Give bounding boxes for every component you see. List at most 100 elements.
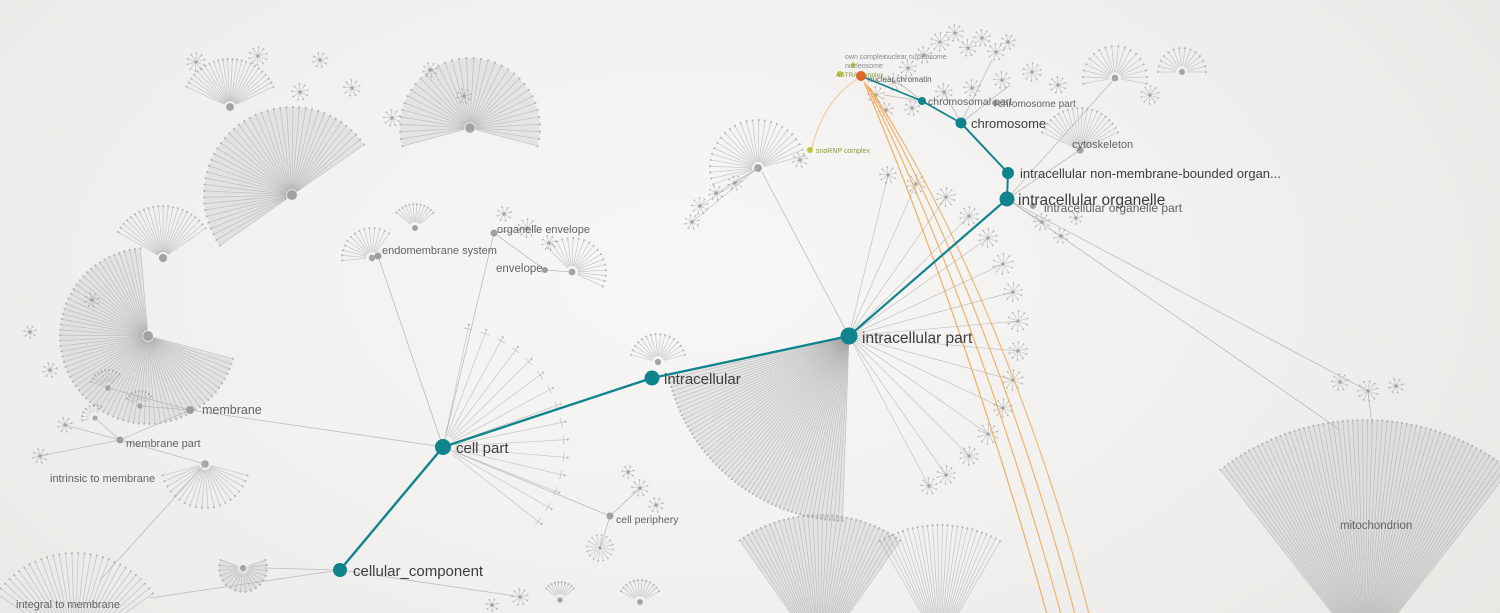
collapsed-node-cluster[interactable] <box>973 29 991 47</box>
collapsed-node-cluster[interactable] <box>936 187 956 207</box>
collapsed-node-cluster[interactable] <box>727 175 743 191</box>
collapsed-node-cluster[interactable] <box>485 598 499 612</box>
fan-apex-node[interactable] <box>287 190 297 200</box>
term-node[interactable] <box>542 267 548 273</box>
collapsed-node-cluster[interactable] <box>456 88 472 104</box>
collapsed-node-cluster[interactable] <box>32 448 48 464</box>
collapsed-subtree-fan[interactable] <box>545 581 575 603</box>
collapsed-node-cluster[interactable] <box>708 185 724 201</box>
collapsed-subtree-fan[interactable] <box>445 323 569 526</box>
collapsed-node-cluster[interactable] <box>1022 62 1042 82</box>
collapsed-node-cluster[interactable] <box>993 398 1013 418</box>
highlighted-term-node[interactable] <box>807 147 813 153</box>
term-node[interactable] <box>116 436 124 444</box>
collapsed-subtree-fan[interactable] <box>1081 45 1149 85</box>
fan-apex-node[interactable] <box>143 331 153 341</box>
collapsed-node-cluster[interactable] <box>1007 310 1029 332</box>
collapsed-node-cluster[interactable] <box>383 109 401 127</box>
fan-apex-node[interactable] <box>654 358 662 366</box>
collapsed-node-cluster[interactable] <box>631 479 649 497</box>
term-node[interactable] <box>374 252 382 260</box>
collapsed-node-cluster[interactable] <box>1003 282 1023 302</box>
collapsed-node-cluster[interactable] <box>963 79 981 97</box>
collapsed-node-cluster[interactable] <box>1049 76 1067 94</box>
term-node[interactable] <box>992 100 998 106</box>
collapsed-node-cluster[interactable] <box>23 325 37 339</box>
collapsed-node-cluster[interactable] <box>1388 378 1404 394</box>
node-intracellular[interactable] <box>644 370 660 386</box>
collapsed-subtree-fan[interactable] <box>1156 47 1208 75</box>
collapsed-node-cluster[interactable] <box>992 253 1014 275</box>
collapsed-subtree-fan[interactable] <box>341 227 391 262</box>
node-nuclear_chromatin[interactable] <box>856 71 866 81</box>
node-intracellular_non_membrane_bounded_organelle[interactable] <box>1002 167 1014 179</box>
collapsed-subtree-fan[interactable] <box>738 513 902 613</box>
collapsed-subtree-fan[interactable] <box>708 118 806 186</box>
collapsed-subtree-fan[interactable] <box>546 236 608 288</box>
term-node[interactable] <box>1030 203 1036 209</box>
collapsed-node-cluster[interactable] <box>1069 211 1083 225</box>
collapsed-node-cluster[interactable] <box>312 52 328 68</box>
node-intracellular_part[interactable] <box>840 327 858 345</box>
collapsed-node-cluster[interactable] <box>541 235 557 251</box>
collapsed-node-cluster[interactable] <box>946 24 964 42</box>
collapsed-node-cluster[interactable] <box>904 100 920 116</box>
node-chromosome[interactable] <box>955 117 967 129</box>
collapsed-node-cluster[interactable] <box>959 206 979 226</box>
collapsed-node-cluster[interactable] <box>977 423 999 445</box>
collapsed-node-cluster[interactable] <box>792 152 808 168</box>
collapsed-node-cluster[interactable] <box>517 218 537 238</box>
collapsed-subtree-fan[interactable] <box>395 203 435 231</box>
highlighted-term-node[interactable] <box>837 71 843 77</box>
collapsed-node-cluster[interactable] <box>42 362 58 378</box>
collapsed-subtree-fan[interactable] <box>161 460 249 509</box>
fan-apex-node[interactable] <box>226 103 234 111</box>
collapsed-node-cluster[interactable] <box>248 46 268 66</box>
term-node[interactable] <box>186 406 194 414</box>
collapsed-subtree-fan[interactable] <box>125 390 153 409</box>
collapsed-node-cluster[interactable] <box>511 588 529 606</box>
term-node[interactable] <box>606 512 614 520</box>
collapsed-node-cluster[interactable] <box>1357 380 1379 402</box>
collapsed-node-cluster[interactable] <box>935 83 953 101</box>
collapsed-node-cluster[interactable] <box>57 417 73 433</box>
collapsed-node-cluster[interactable] <box>291 83 309 101</box>
node-cell_part[interactable] <box>435 439 451 455</box>
fan-apex-node[interactable] <box>557 597 563 603</box>
collapsed-node-cluster[interactable] <box>343 79 361 97</box>
collapsed-node-cluster[interactable] <box>920 477 938 495</box>
collapsed-subtree-fan[interactable] <box>878 523 1002 613</box>
collapsed-node-cluster[interactable] <box>879 166 897 184</box>
collapsed-node-cluster[interactable] <box>936 465 956 485</box>
collapsed-subtree-fan[interactable] <box>202 105 366 247</box>
collapsed-subtree-fan[interactable] <box>116 204 207 263</box>
highlighted-term-node[interactable] <box>850 62 856 68</box>
collapsed-node-cluster[interactable] <box>422 62 438 78</box>
collapsed-node-cluster[interactable] <box>1033 213 1051 231</box>
collapsed-node-cluster[interactable] <box>978 228 998 248</box>
node-intracellular_organelle[interactable] <box>999 191 1015 207</box>
collapsed-subtree-fan[interactable] <box>58 247 235 426</box>
collapsed-subtree-fan[interactable] <box>1219 418 1500 613</box>
fan-apex-node[interactable] <box>412 225 418 231</box>
collapsed-subtree-fan[interactable] <box>619 579 661 605</box>
collapsed-subtree-fan[interactable] <box>399 57 542 148</box>
collapsed-node-cluster[interactable] <box>930 32 950 52</box>
collapsed-node-cluster[interactable] <box>915 46 933 64</box>
term-node[interactable] <box>490 229 498 237</box>
collapsed-node-cluster[interactable] <box>959 446 979 466</box>
collapsed-node-cluster[interactable] <box>691 197 709 215</box>
collapsed-node-cluster[interactable] <box>186 52 206 72</box>
fan-apex-node[interactable] <box>158 253 168 263</box>
collapsed-node-cluster[interactable] <box>1053 228 1069 244</box>
collapsed-node-cluster[interactable] <box>586 534 614 562</box>
collapsed-subtree-fan[interactable] <box>0 552 154 613</box>
node-cellular_component[interactable] <box>333 563 347 577</box>
fan-apex-node[interactable] <box>368 254 376 262</box>
collapsed-node-cluster[interactable] <box>1331 373 1349 391</box>
collapsed-node-cluster[interactable] <box>987 43 1005 61</box>
fan-apex-node[interactable] <box>465 123 475 133</box>
collapsed-node-cluster[interactable] <box>648 497 664 513</box>
collapsed-node-cluster[interactable] <box>621 465 635 479</box>
